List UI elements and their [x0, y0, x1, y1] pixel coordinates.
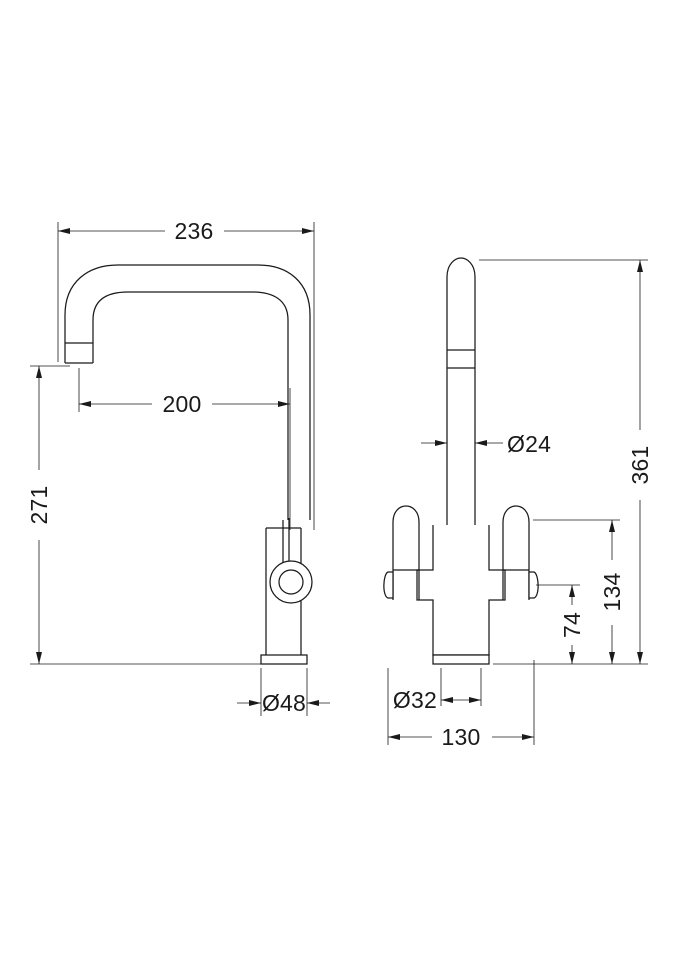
arrow-130-right	[522, 734, 534, 740]
dimension-label-134: 134	[599, 573, 625, 612]
arrow-d24-right	[475, 440, 487, 446]
arrow-d32-left	[441, 697, 453, 703]
side-view-group: 236 200 271	[26, 218, 330, 716]
dimension-134: 134	[533, 519, 625, 664]
dimension-74: 74	[536, 584, 585, 664]
dimension-label-d48: Ø48	[262, 690, 306, 716]
arrow-271-bottom	[36, 652, 42, 664]
arrow-d48-left	[249, 700, 261, 706]
arrow-74-bottom	[569, 652, 575, 664]
handle-left-lever	[392, 505, 420, 600]
dimension-271: 271	[26, 365, 262, 665]
arrow-200-left	[79, 401, 91, 407]
dimension-label-271: 271	[26, 486, 52, 525]
arrow-200-right	[278, 401, 290, 407]
arrow-271-top	[36, 366, 42, 378]
spout-outer-profile	[64, 264, 311, 520]
arrow-d32-right	[469, 697, 481, 703]
arrow-361-bottom	[637, 652, 643, 664]
dimension-label-236: 236	[175, 218, 214, 244]
arrow-236-left	[58, 228, 70, 234]
handle-left-cap	[383, 571, 394, 599]
dimension-236: 236	[57, 218, 315, 530]
arrow-130-left	[388, 734, 400, 740]
handle-ring-inner	[278, 569, 304, 595]
base-plate-side	[260, 654, 308, 665]
arrow-134-top	[609, 520, 615, 532]
arrow-236-right	[302, 228, 314, 234]
arrow-134-bottom	[609, 652, 615, 664]
arrow-361-top	[637, 260, 643, 272]
dimension-label-d32: Ø32	[393, 687, 437, 713]
dimension-label-200: 200	[163, 391, 202, 417]
dimension-d32: Ø32	[393, 668, 482, 713]
spout-inner-profile	[92, 291, 289, 520]
dimension-label-d24: Ø24	[507, 431, 551, 457]
front-spout-tube	[446, 257, 476, 525]
dimension-label-361: 361	[627, 446, 653, 485]
dimension-200: 200	[78, 368, 291, 530]
dimension-label-130: 130	[442, 724, 481, 750]
dimension-361: 361	[479, 259, 653, 665]
dimension-130: 130	[387, 660, 535, 750]
handle-right-lever	[502, 505, 530, 600]
front-view-group: Ø24 361 134 74	[383, 257, 653, 750]
dimension-d48: Ø48	[237, 668, 330, 716]
dimension-label-74: 74	[559, 612, 585, 638]
front-body-cross	[416, 525, 506, 656]
arrow-d48-right	[307, 700, 319, 706]
arrow-d24-left	[435, 440, 447, 446]
base-plate-front	[432, 654, 490, 665]
handle-right-cap	[528, 571, 539, 599]
arrow-74-top	[569, 585, 575, 597]
dimension-d24: Ø24	[421, 425, 551, 462]
